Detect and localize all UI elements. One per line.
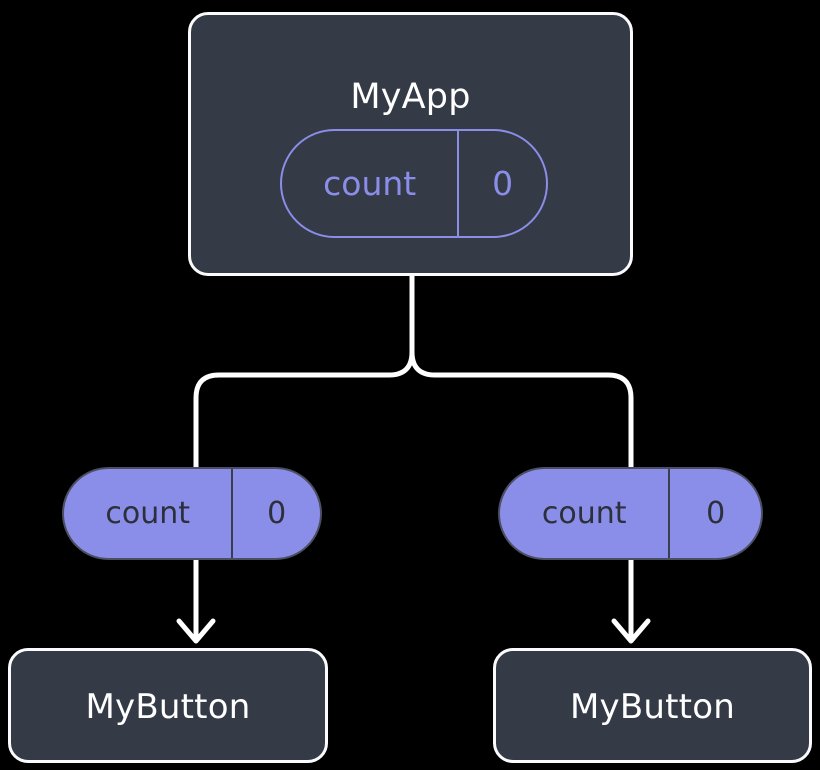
arrow-head-left — [176, 618, 216, 644]
state-pill-value: 0 — [668, 469, 761, 558]
state-pill-value: 0 — [457, 131, 546, 236]
node-myapp-title: MyApp — [350, 77, 471, 117]
state-pill-key: count — [541, 496, 627, 531]
state-pill-child-1-count[interactable]: count 0 — [498, 467, 763, 560]
state-pill-child-0-count[interactable]: count 0 — [62, 467, 322, 560]
fork-connector — [193, 273, 415, 470]
state-pill-myapp-count[interactable]: count 0 — [280, 129, 548, 238]
state-pill-key: count — [323, 164, 417, 203]
node-myapp[interactable]: MyApp count 0 — [188, 12, 633, 276]
node-mybutton-0-title: MyButton — [85, 687, 251, 727]
node-mybutton-0[interactable]: MyButton — [8, 648, 328, 763]
node-mybutton-1[interactable]: MyButton — [493, 648, 812, 763]
arrow-head-right — [611, 618, 651, 644]
state-pill-key: count — [105, 496, 190, 531]
state-pill-value: 0 — [231, 469, 320, 558]
fork-connector-right — [409, 349, 634, 470]
node-mybutton-1-title: MyButton — [570, 687, 735, 727]
